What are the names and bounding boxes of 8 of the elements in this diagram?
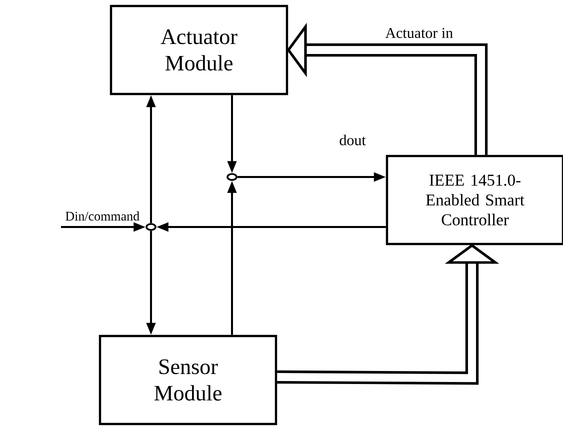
edge-label: Actuator in [384, 26, 454, 40]
module-box: IEEE 1451.0-Enabled Smart Controller [386, 154, 563, 246]
edge-label: dout [338, 134, 367, 146]
junction-circle [146, 223, 156, 231]
edge-label: Din/command [64, 210, 141, 222]
module-box: Sensor Module [98, 334, 278, 426]
junction-circle [226, 173, 238, 181]
module-box: Actuator Module [110, 4, 288, 96]
